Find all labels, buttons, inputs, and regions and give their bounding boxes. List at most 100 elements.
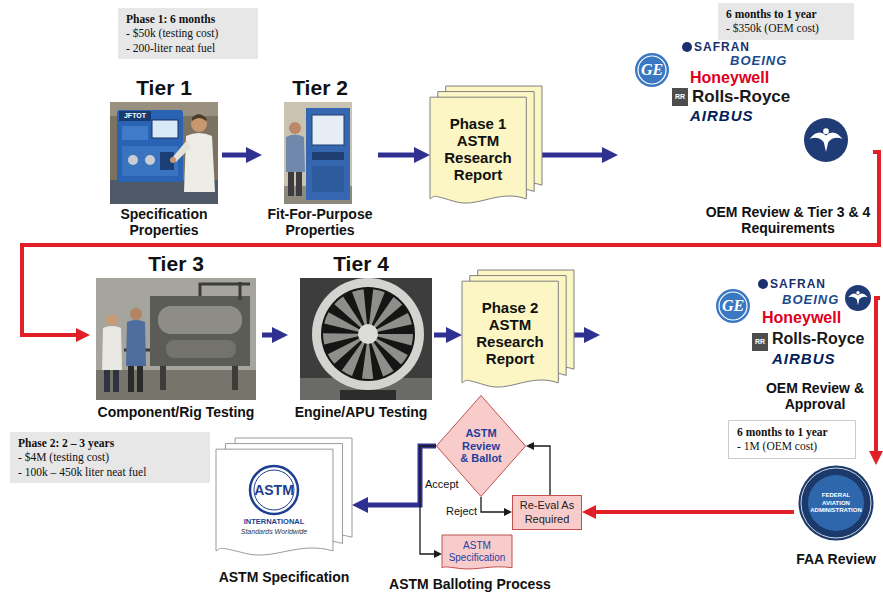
rig-photo bbox=[158, 306, 242, 334]
flow-arrow bbox=[574, 333, 584, 338]
note-line: - 1M (OEM cost) bbox=[737, 439, 847, 453]
group-caption: ASTM Balloting Process bbox=[380, 576, 560, 593]
flow-arrow bbox=[378, 153, 414, 158]
logo-text: RR bbox=[752, 337, 768, 347]
rig-photo bbox=[113, 370, 119, 392]
rig-photo bbox=[166, 340, 236, 358]
rig-photo bbox=[96, 278, 256, 400]
jftot-photo bbox=[192, 114, 207, 121]
logo-text: AIRBUS bbox=[690, 107, 754, 124]
decision-text: ASTM Review & Ballot bbox=[458, 427, 504, 465]
note-box: Phase 1: 6 months- $50k (testing cost)- … bbox=[118, 8, 258, 59]
tier-caption: Specification Properties bbox=[106, 206, 222, 238]
spec-document: ASTM Specification bbox=[442, 535, 512, 573]
flow-arrow bbox=[534, 446, 550, 495]
document-page bbox=[442, 535, 512, 569]
eagle-logo bbox=[804, 118, 848, 162]
tier-panel: Tier 2Fit-For-Purpose Properties bbox=[262, 76, 378, 238]
logo-text: SAFRAN bbox=[770, 278, 826, 291]
logo-text: Honeywell bbox=[762, 309, 841, 327]
jftot-photo bbox=[152, 120, 178, 138]
astm-logo bbox=[250, 466, 298, 514]
logo-text: Rolls-Royce bbox=[692, 87, 790, 106]
seal-ring bbox=[799, 466, 874, 541]
seal-center bbox=[808, 475, 864, 531]
tier-heading: Tier 4 bbox=[288, 252, 434, 276]
fit-for-purpose-photo bbox=[312, 152, 344, 160]
rig-photo bbox=[128, 366, 134, 392]
report-document: Phase 1 ASTM Research Report bbox=[430, 86, 542, 210]
tier-panel: Tier 4Engine/APU Testing bbox=[288, 252, 434, 420]
rig-photo bbox=[102, 326, 122, 370]
jftot-photo bbox=[170, 157, 176, 163]
edge-label: Accept bbox=[424, 478, 460, 491]
eagle-logo bbox=[856, 291, 859, 294]
jftot-photo bbox=[110, 102, 218, 204]
eagle-logo bbox=[823, 128, 829, 134]
jftot-photo bbox=[119, 111, 151, 121]
eagle-logo bbox=[848, 294, 868, 306]
tier-heading: Tier 1 bbox=[106, 76, 222, 100]
seal-text: FEDERAL AVIATION ADMINISTRATION bbox=[808, 492, 864, 515]
logo-text: BOEING bbox=[730, 53, 787, 68]
eagle-logo bbox=[845, 285, 871, 311]
fit-for-purpose-photo bbox=[306, 108, 350, 200]
jftot-photo bbox=[122, 126, 148, 140]
jftot-photo bbox=[110, 102, 218, 204]
engine-photo bbox=[300, 278, 432, 400]
rig-photo bbox=[104, 370, 110, 392]
engine-photo bbox=[312, 278, 424, 390]
flow-arrow bbox=[222, 153, 246, 158]
rig-photo bbox=[96, 278, 256, 400]
logo-text: INTERNATIONAL bbox=[236, 517, 312, 526]
note-line: - 200-liter neat fuel bbox=[126, 41, 250, 55]
oem-caption: OEM Review & Tier 3 & 4 Requirements bbox=[704, 204, 872, 236]
rig-photo bbox=[126, 320, 146, 366]
logo-text: BOEING bbox=[782, 292, 839, 307]
faa-caption: FAA Review bbox=[796, 550, 876, 568]
tier-panel: Tier 1 Specification Properties bbox=[106, 76, 222, 238]
tier-panel: Tier 3Component/Rig Testing bbox=[90, 252, 262, 420]
note-heading: 6 months to 1 year bbox=[726, 7, 846, 21]
jftot-photo bbox=[128, 155, 138, 165]
fit-for-purpose-photo bbox=[288, 172, 294, 196]
fit-for-purpose-photo bbox=[284, 102, 352, 204]
logo-text: Standards Worldwide bbox=[236, 527, 312, 536]
jftot-photo bbox=[122, 146, 178, 176]
note-line: - 100k – 450k liter neat fuel bbox=[18, 465, 202, 479]
jftot-photo bbox=[184, 133, 215, 192]
fit-for-purpose-photo bbox=[286, 135, 305, 173]
eagle-logo bbox=[845, 285, 871, 311]
faa-seal: FAA Review bbox=[794, 465, 878, 568]
tier-heading: Tier 3 bbox=[90, 252, 262, 276]
spec-caption: ASTM Specification bbox=[216, 568, 352, 586]
oem-logos bbox=[672, 88, 688, 106]
fit-for-purpose-photo bbox=[289, 122, 301, 134]
note-box: Phase 2: 2 – 3 years- $4M (testing cost)… bbox=[10, 432, 210, 483]
rig-photo bbox=[137, 366, 143, 392]
flow-arrow bbox=[542, 153, 602, 158]
note-box: 6 months to 1 year- 1M (OEM cost) bbox=[728, 420, 856, 459]
note-heading: 6 months to 1 year bbox=[737, 425, 847, 439]
engine-photo bbox=[321, 287, 415, 381]
engine-photo bbox=[341, 307, 395, 361]
jftot-photo bbox=[117, 110, 183, 182]
document-page bbox=[216, 449, 333, 555]
engine-photo bbox=[340, 390, 396, 400]
report-title: Phase 2 ASTM Research Report bbox=[464, 299, 556, 367]
oem-logos bbox=[635, 42, 848, 162]
note-line: - $50k (testing cost) bbox=[126, 26, 250, 40]
flow-arrow bbox=[596, 510, 794, 514]
eagle-logo bbox=[810, 132, 843, 152]
logo-text: SAFRAN bbox=[694, 41, 750, 54]
oem-logos bbox=[716, 279, 871, 351]
logo-text: GE bbox=[635, 60, 669, 80]
logo-text: Honeywell bbox=[690, 69, 769, 87]
engine-photo bbox=[358, 324, 378, 344]
rig-photo bbox=[150, 296, 250, 366]
note-line: - $350k (OEM cost) bbox=[726, 21, 846, 35]
note-heading: Phase 1: 6 months bbox=[126, 12, 250, 26]
eagle-logo bbox=[804, 118, 848, 162]
rig-photo bbox=[130, 308, 142, 320]
